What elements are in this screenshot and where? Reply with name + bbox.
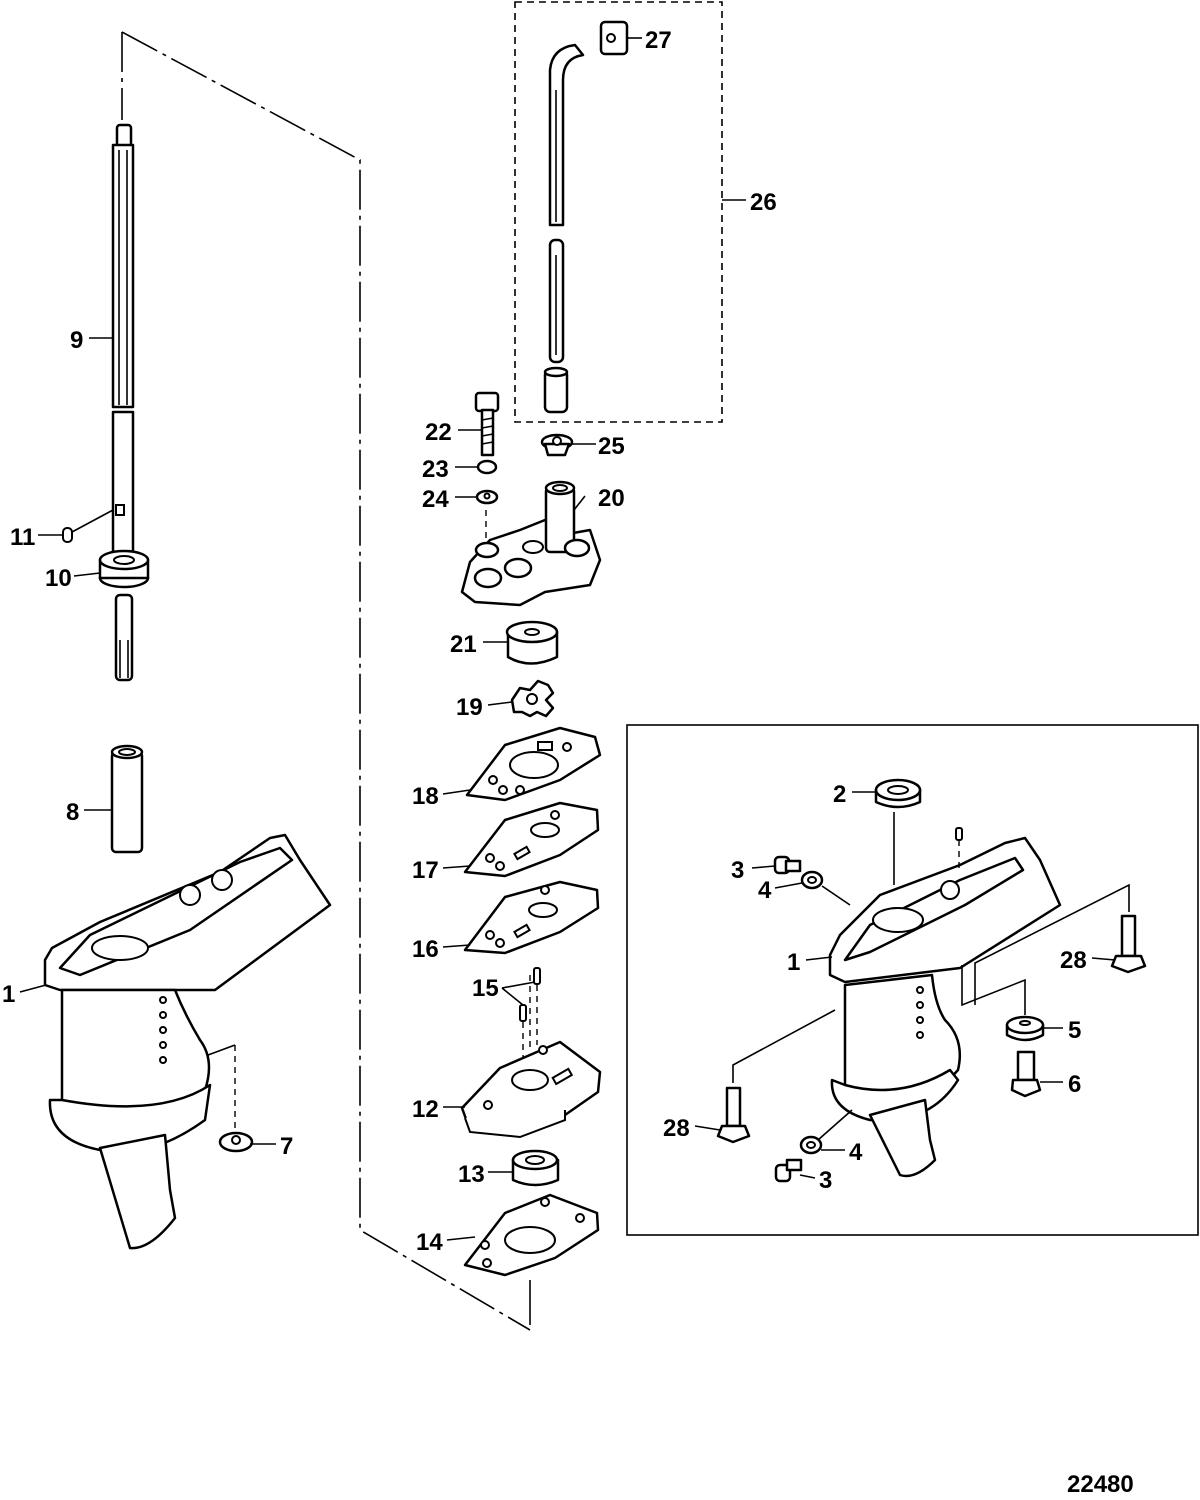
plate-part-17 [463,801,600,878]
bearing-part-10 [98,549,150,589]
housing-vent-holes [159,996,167,1064]
callout-20: 20 [598,485,625,512]
insert-part-21 [505,620,559,665]
drive-shaft-part-9 [111,123,135,682]
shift-rod-kit-box [514,1,723,423]
inset-bolt-part-28-left [716,1009,836,1144]
inset-spacer-part-5 [961,965,1045,1042]
callout-labels: 1 7 8 9 10 11 12 13 14 15 16 17 18 19 20… [2,27,1087,1256]
callout-3-inset-bottom: 3 [819,1167,832,1194]
inset-bolt-part-6 [1010,1050,1042,1098]
shift-rod [543,43,585,414]
callout-5-inset: 5 [1068,1017,1081,1044]
washer-part-24 [475,489,499,505]
callout-15: 15 [472,975,499,1002]
callout-26: 26 [750,189,777,216]
callout-13: 13 [458,1161,485,1188]
callout-1: 1 [2,981,15,1008]
nut-part-7 [218,1131,254,1153]
pump-base-part-12 [460,1040,602,1139]
inset-screw-part-3-bottom [774,1158,803,1183]
gear-housing-part-1 [43,833,332,1250]
gasket-part-18 [465,726,602,802]
leader-lines [19,37,1116,1241]
callout-22: 22 [425,419,452,446]
gasket-part-16 [463,880,600,955]
callout-14: 14 [416,1229,443,1256]
inset-washer-part-4-bottom [799,1109,853,1155]
callout-11: 11 [10,524,35,551]
callout-12: 12 [412,1096,439,1123]
callout-1-inset: 1 [787,949,800,976]
callout-7: 7 [280,1133,293,1160]
callout-25: 25 [598,433,625,460]
inset-screw-part-3-top [773,855,802,875]
inset-bolt-part-28-right [974,883,1147,1005]
callout-3-inset-top: 3 [731,857,744,884]
screw-part-22 [474,391,500,457]
water-pump-body-part-20 [460,480,602,607]
callout-23: 23 [422,456,449,483]
callout-2-inset: 2 [833,781,846,808]
callout-9: 9 [70,327,83,354]
pin-part-11 [62,527,73,543]
inset-detail-box [626,724,1199,1236]
callout-4-inset-bottom: 4 [849,1139,863,1166]
gasket-part-14 [463,1193,600,1277]
lock-washer-part-23 [476,459,498,475]
callout-27: 27 [645,27,672,54]
callout-6-inset: 6 [1068,1071,1081,1098]
inset-gear-housing-part-1 [828,827,1062,1178]
callout-16: 16 [412,936,439,963]
inset-housing-vent-holes [916,986,924,1039]
callout-19: 19 [456,694,483,721]
inset-seal-part-2 [874,778,922,885]
callout-8: 8 [66,799,79,826]
callout-4-inset-top: 4 [758,877,772,904]
assembly-guide-lines [121,31,531,1331]
inset-washer-part-4-top [800,870,851,906]
seal-part-13 [511,1149,560,1187]
callout-18: 18 [412,783,439,810]
callout-28-inset-left: 28 [663,1115,690,1142]
bushing-part-25 [540,433,574,457]
impeller-part-19 [510,679,555,718]
callout-10: 10 [45,565,72,592]
callout-24: 24 [422,486,449,513]
callout-28-inset-right: 28 [1060,947,1087,974]
sleeve-part-8 [110,744,144,854]
clip-part-27 [599,20,629,56]
callout-17: 17 [412,857,439,884]
figure-number: 22480 [1067,1471,1134,1498]
callout-21: 21 [450,631,477,658]
